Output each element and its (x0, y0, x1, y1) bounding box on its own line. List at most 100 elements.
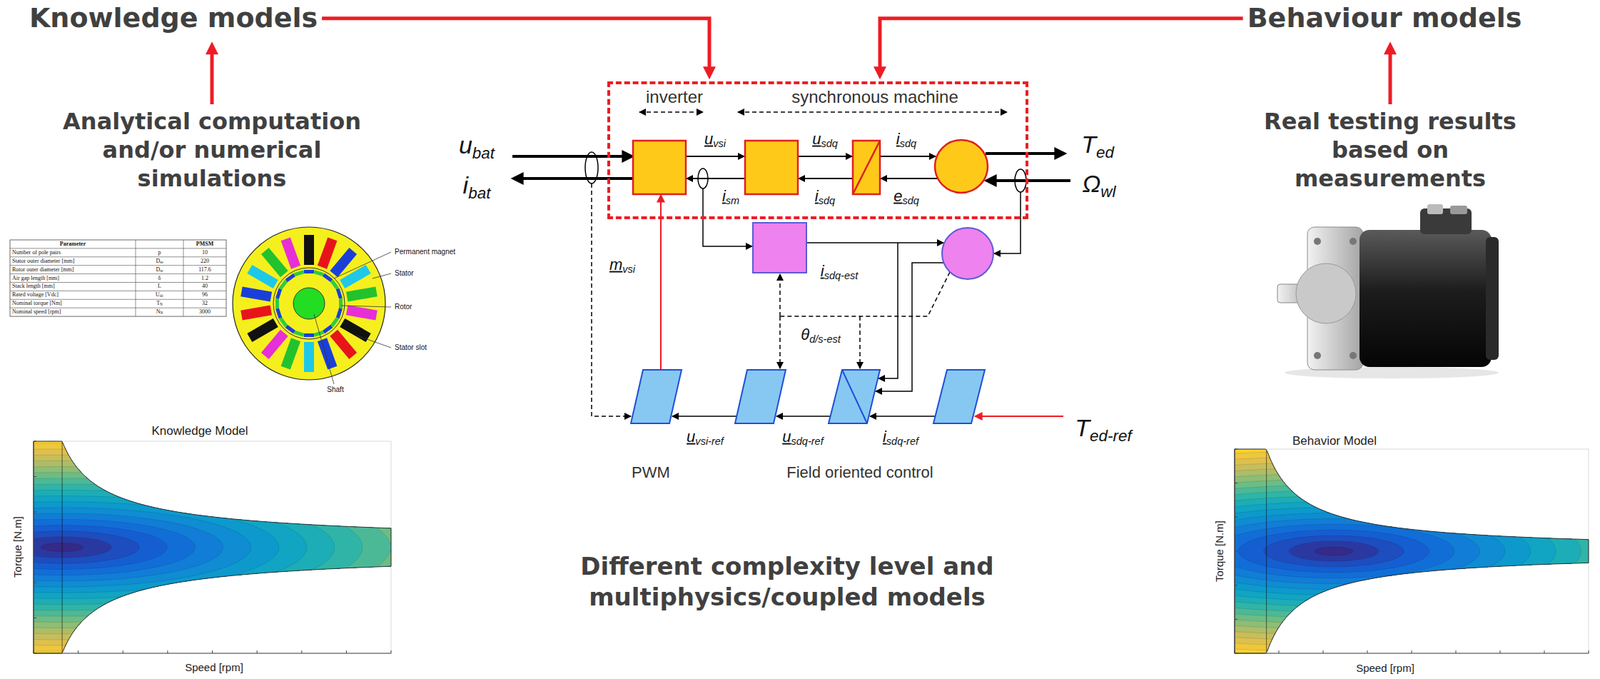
stator (232, 226, 386, 380)
efficiency-band (1234, 448, 1589, 653)
efficiency-band (1234, 448, 1589, 653)
inverter-block (633, 140, 686, 195)
table-cell: NN (156, 309, 164, 316)
table-rule (9, 290, 227, 292)
table-rule (9, 264, 227, 266)
efficiency-band (294, 441, 392, 653)
chart-title: Behavior Model (1292, 434, 1377, 447)
stator-slot (246, 318, 278, 342)
efficiency-band (1234, 448, 1589, 653)
stator-slot (317, 337, 338, 369)
tick (33, 546, 37, 548)
leader-line (333, 251, 392, 279)
efficiency-band (1234, 448, 1589, 653)
bolt-hole (1313, 237, 1321, 245)
efficiency-band (33, 441, 392, 653)
efficiency-band (33, 441, 392, 653)
control-diagonal (842, 369, 868, 424)
efficiency-band (1234, 448, 1589, 653)
power-wire (514, 176, 634, 180)
base-speed-line (1266, 448, 1267, 653)
tick (166, 650, 168, 653)
coupling-block (852, 140, 880, 195)
signal-name: ism (722, 188, 740, 207)
stator-slot (261, 247, 289, 277)
transform-block (745, 140, 798, 195)
permanent-magnet (330, 279, 339, 290)
efficiency-band (33, 441, 392, 653)
axis-label: Torque [N.m] (1213, 520, 1225, 582)
efficiency-band (1234, 448, 1589, 653)
stator-slot (304, 341, 315, 372)
permanent-magnet (275, 307, 282, 319)
heading-text: Analytical computation and/or numerical … (29, 107, 394, 193)
control-block (735, 369, 786, 424)
table-cell: TN (156, 300, 163, 307)
permanent-magnet (330, 316, 339, 327)
table-cell: Udc (155, 291, 164, 299)
reference-wire (975, 415, 1064, 417)
table-rule (135, 239, 137, 317)
model-arrow (210, 50, 215, 105)
leader-lines (314, 251, 392, 384)
block-caption: PWM (631, 464, 671, 481)
block-diagram (512, 112, 1071, 424)
machine-circle (934, 139, 988, 193)
efficiency-band (1234, 448, 1589, 653)
table-rule (183, 239, 185, 317)
efficiency-band (33, 441, 392, 653)
signal-name: isdq-est (820, 263, 859, 282)
efficiency-band (1234, 448, 1589, 653)
permanent-magnet (294, 330, 305, 337)
tick (1234, 550, 1238, 552)
signal-name: isdq (896, 131, 917, 150)
span-arrow (639, 111, 703, 113)
signal-wire (798, 177, 853, 180)
table-cell: 96 (201, 291, 208, 298)
table-cell: Nominal torque [Nm] (12, 300, 63, 307)
tick (211, 650, 213, 653)
stator-slot (240, 286, 272, 302)
efficiency-band (1234, 448, 1589, 653)
model-heading: Behaviour models (1247, 1, 1523, 36)
efficiency-band (33, 441, 392, 653)
efficiency-band (1234, 448, 1589, 653)
stator-slot (346, 304, 378, 320)
connector (1450, 205, 1468, 215)
efficiency-band (33, 441, 392, 653)
part-label: Rotor (394, 303, 412, 311)
signal-name: isdq (814, 188, 835, 207)
heading-text: Real testing results based on measuremen… (1236, 107, 1544, 193)
efficiency-band (1234, 448, 1589, 653)
table-cell: Number of pole pairs (12, 249, 61, 256)
model-arrow (321, 18, 710, 71)
table-cell: Air gap length [mm] (12, 275, 60, 282)
signal-wire (880, 177, 938, 180)
bolt-hole (1349, 351, 1357, 359)
tick (1234, 482, 1238, 484)
tick (33, 582, 37, 584)
span-arrow (737, 111, 1007, 113)
table-cell: 1.2 (201, 275, 209, 282)
tick (1278, 650, 1280, 653)
caption: Different complexity level and multiphys… (544, 550, 1030, 612)
model-arrow (1388, 50, 1393, 105)
efficiency-band (33, 441, 392, 653)
axis-label: Speed [rpm] (1355, 662, 1415, 673)
efficiency-band (33, 441, 392, 653)
table-cell: PMSM (196, 241, 214, 247)
angle-wire (779, 274, 781, 317)
part-label: Shaft (326, 386, 344, 394)
efficiency-band (354, 441, 392, 653)
tick (391, 650, 392, 653)
signal-name: uvsi-ref (686, 428, 724, 447)
table-cell: Stator outer diameter [mm] (12, 258, 75, 265)
control-wire (672, 415, 737, 417)
base-speed-line (62, 441, 63, 653)
signal-name: ibat (463, 172, 491, 202)
signal-name: usdq (812, 131, 838, 150)
efficiency-band (33, 441, 392, 653)
motor-photo (1277, 204, 1499, 379)
permanent-magnet (336, 307, 343, 319)
efficiency-band (1234, 448, 1589, 653)
